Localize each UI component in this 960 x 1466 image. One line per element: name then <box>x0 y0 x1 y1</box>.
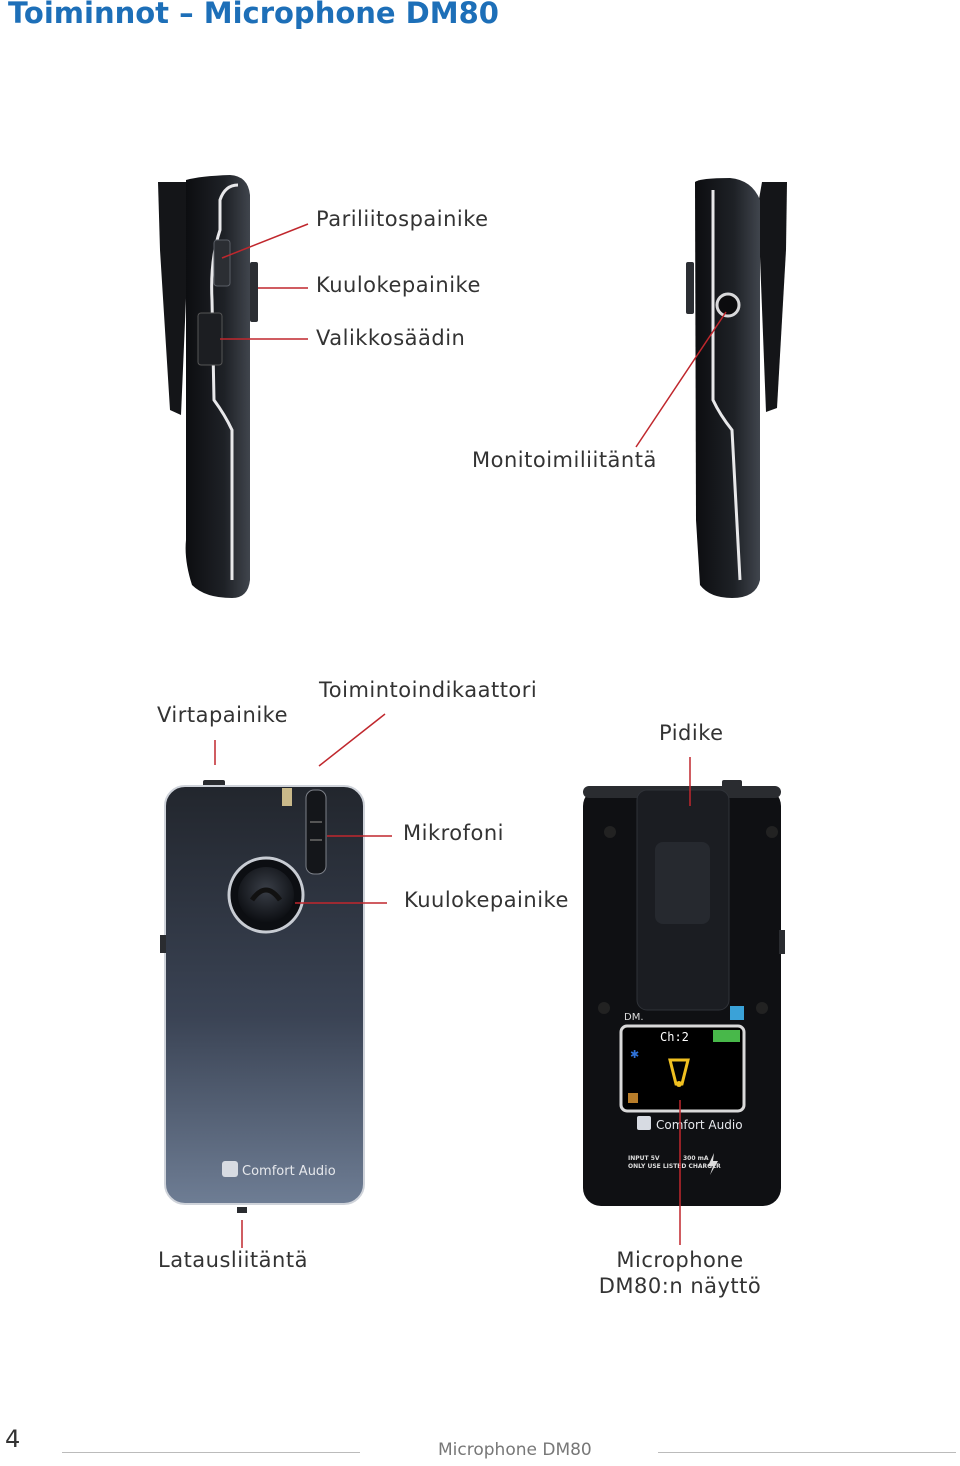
label-charging-port: Latausliitäntä <box>158 1248 308 1272</box>
front-brand-text: Comfort Audio <box>242 1164 336 1179</box>
back-model-text: DM. <box>624 1012 644 1023</box>
footer-rule-left <box>62 1452 360 1453</box>
label-display-line2: DM80:n näyttö <box>598 1274 762 1298</box>
page-title: Toiminnot – Microphone DM80 <box>8 0 499 30</box>
back-charger-text: ONLY USE LISTED CHARGER <box>628 1163 721 1170</box>
label-display-line1: Microphone <box>616 1248 744 1272</box>
label-microphone: Mikrofoni <box>403 821 505 845</box>
label-power-button: Virtapainike <box>157 703 288 727</box>
back-view: DM. Ch:2 ✱ Comfort Audio INPUT 5V 300 mA… <box>583 780 785 1206</box>
label-headset-button-front: Kuulokepainike <box>404 888 569 912</box>
label-menu-control: Valikkosäädin <box>316 326 466 350</box>
svg-text:✱: ✱ <box>630 1048 639 1061</box>
front-view: Comfort Audio <box>160 780 365 1213</box>
label-function-indicator: Toimintoindikaattori <box>319 678 538 702</box>
multi-connector-port <box>715 292 741 318</box>
back-current-text: 300 mA <box>683 1155 709 1162</box>
screen-channel: Ch:2 <box>660 1030 689 1044</box>
footer-text: Microphone DM80 <box>438 1440 592 1460</box>
back-brand-text: Comfort Audio <box>656 1118 743 1132</box>
page-number: 4 <box>5 1425 21 1453</box>
back-input-text: INPUT 5V <box>628 1155 660 1162</box>
label-pairing-button: Pariliitospainike <box>316 207 489 231</box>
label-multi-connector: Monitoimiliitäntä <box>472 448 657 472</box>
label-holder: Pidike <box>659 721 724 745</box>
label-display: Microphone DM80:n näyttö <box>580 1248 780 1298</box>
leader-lines <box>214 223 727 1248</box>
side-view-left <box>158 175 258 598</box>
footer-rule-right <box>658 1452 956 1453</box>
side-view-right <box>686 178 787 598</box>
label-headset-button-side: Kuulokepainike <box>316 273 481 297</box>
device-screen <box>619 1024 746 1113</box>
